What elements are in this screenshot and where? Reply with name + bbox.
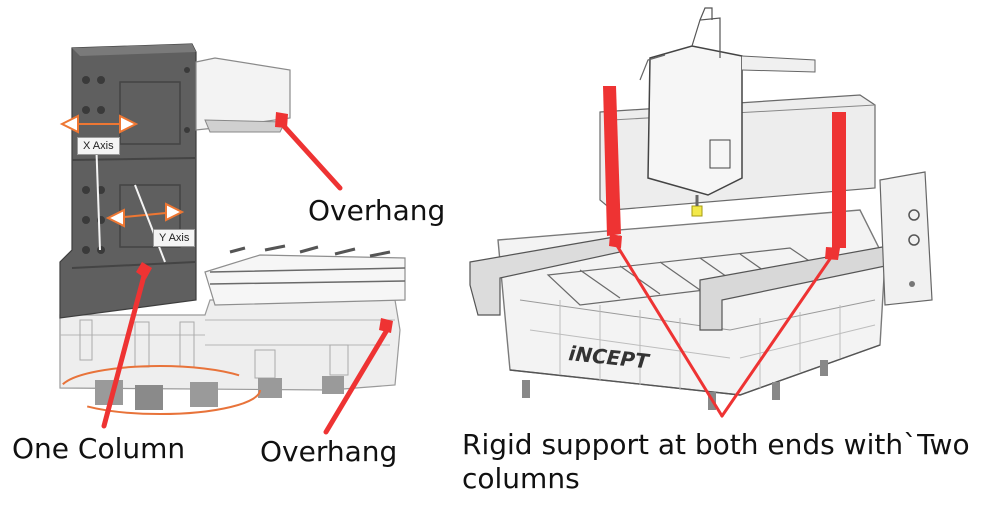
x-axis-tag: X Axis	[77, 137, 120, 155]
one-column-label: One Column	[12, 432, 186, 465]
y-axis-tag: Y Axis	[153, 229, 196, 247]
gantry-machine: iNCEPT	[469, 7, 933, 418]
two-columns-label-line1: Rigid support at both ends with`Two	[462, 428, 970, 461]
overhang-label-bottom: Overhang	[260, 435, 398, 468]
overhang-label-top: Overhang	[308, 194, 446, 227]
single-column-machine	[59, 43, 406, 435]
two-columns-label-line2: columns	[462, 462, 580, 495]
